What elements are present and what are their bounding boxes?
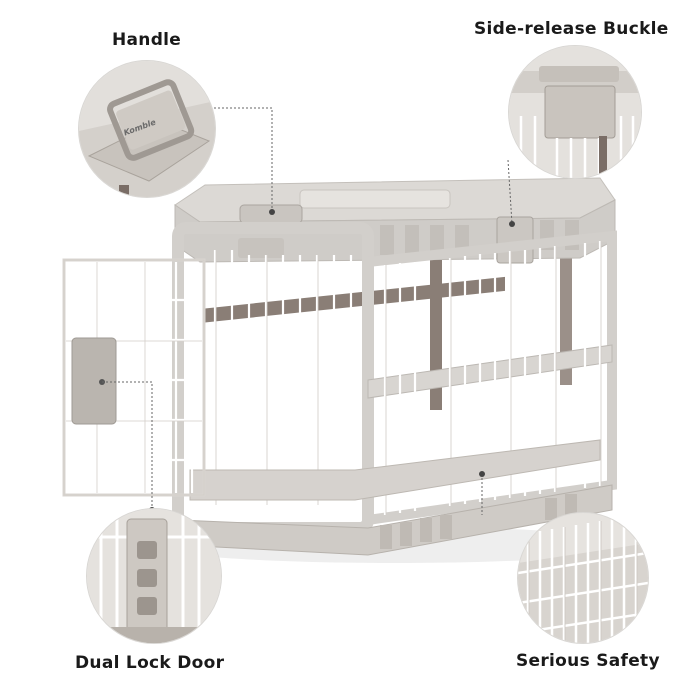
lock-detail-circle — [86, 508, 222, 644]
handle-detail-icon — [79, 61, 215, 197]
buckle-detail-icon — [509, 46, 641, 178]
safety-detail-circle — [517, 512, 649, 644]
grid-detail-icon — [518, 513, 648, 643]
lock-detail-icon — [87, 509, 221, 643]
handle-detail-circle: Komble — [78, 60, 216, 198]
handle-label: Handle — [112, 30, 182, 50]
buckle-detail-circle — [508, 45, 642, 179]
buckle-label: Side-release Buckle — [474, 19, 669, 39]
dual-lock-label: Dual Lock Door — [75, 653, 225, 673]
safety-label: Serious Safety — [516, 651, 660, 671]
